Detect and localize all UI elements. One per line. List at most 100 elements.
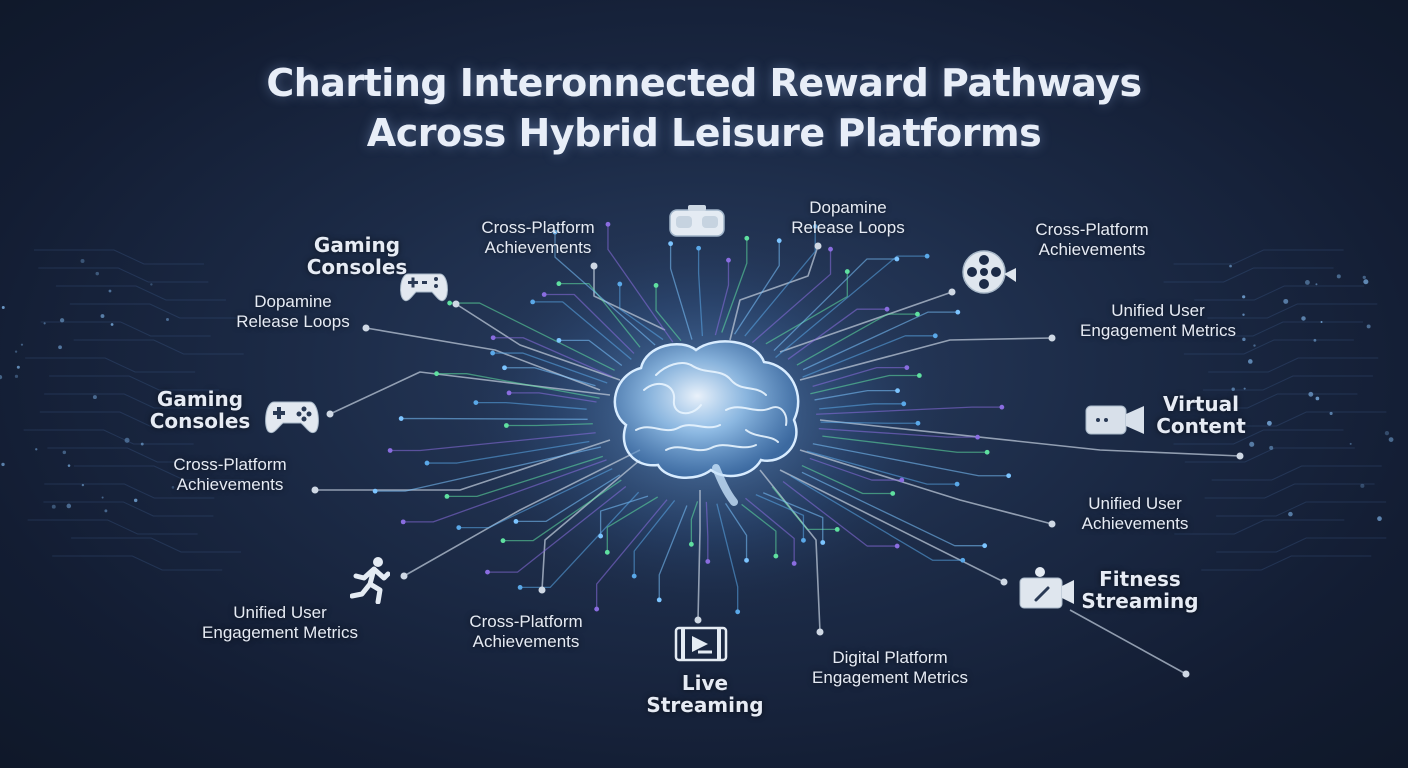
circuit-trace (403, 449, 641, 577)
dust-particle (1242, 337, 1246, 342)
circuit-trace (779, 291, 953, 353)
circuit-trace (515, 474, 621, 523)
circuit-trace (33, 249, 204, 265)
circuit-node (473, 400, 479, 406)
circuit-trace (755, 494, 805, 541)
label-line: Achievements (1038, 240, 1146, 259)
circuit-trace (697, 248, 704, 337)
label-line: Gaming (313, 233, 401, 257)
label-tl-cross-platform: Cross-Platform Achievements (458, 218, 618, 258)
dust-particle (62, 450, 67, 455)
circuit-node (598, 533, 604, 539)
circuit-node (1236, 452, 1244, 460)
circuit-trace (751, 249, 832, 344)
circuit-trace (812, 443, 1009, 477)
circuit-trace (1211, 465, 1382, 481)
dust-particle (1366, 324, 1371, 329)
dust-particle (80, 258, 85, 263)
label-live-streaming: Live Streaming (640, 672, 770, 716)
dust-particle (1269, 445, 1274, 450)
circuit-trace (782, 480, 898, 547)
circuit-node (776, 238, 782, 244)
dust-particle (124, 437, 130, 443)
circuit-node (311, 486, 319, 494)
label-line: Engagement Metrics (1080, 321, 1236, 340)
circuit-node (456, 525, 462, 531)
circuit-node (948, 288, 956, 296)
circuit-node (895, 388, 900, 394)
dust-particle (0, 374, 3, 380)
dust-particles (0, 258, 1394, 522)
circuit-trace (49, 375, 220, 391)
circuit-trace (796, 313, 918, 366)
circuit-node (447, 300, 453, 306)
dust-particle (110, 323, 114, 326)
circuit-node (656, 597, 662, 603)
circuit-trace (39, 411, 210, 427)
label-gaming-consoles-2: Gaming Consoles (140, 388, 260, 432)
circuit-trace (25, 357, 196, 373)
circuit-node (924, 253, 930, 259)
vr-headset-icon (669, 205, 725, 237)
circuit-trace (733, 240, 780, 335)
connector-paths (23, 224, 1387, 675)
circuit-trace (1216, 501, 1387, 517)
label-r-unified-achievements: Unified User Achievements (1060, 494, 1210, 534)
circuit-node (400, 519, 406, 525)
circuit-trace (487, 486, 627, 573)
circuit-node (372, 488, 378, 494)
dust-particle (92, 395, 97, 400)
dust-particle (150, 283, 153, 286)
circuit-node (812, 224, 818, 229)
circuit-trace (814, 389, 898, 401)
dust-particle (35, 448, 38, 451)
circuit-trace (655, 285, 682, 342)
circuit-trace (1216, 537, 1387, 553)
circuit-trace (1069, 609, 1187, 675)
circuit-node (696, 245, 702, 251)
circuit-node (556, 337, 562, 343)
circuit-trace (619, 284, 664, 341)
circuit-node (705, 559, 711, 564)
dust-particle (43, 322, 46, 325)
circuit-node (814, 242, 822, 250)
circuit-trace (475, 401, 587, 410)
circuit-trace (73, 339, 244, 355)
circuit-node (552, 229, 558, 235)
circuit-trace (806, 450, 958, 485)
circuit-node (490, 350, 496, 356)
gamepad-icon (400, 273, 448, 302)
dust-particle (51, 504, 56, 509)
circuit-trace (1201, 555, 1372, 571)
label-line: Consoles (149, 409, 251, 433)
dust-particle (1315, 396, 1320, 401)
circuit-trace (506, 423, 593, 427)
circuit-trace (69, 303, 240, 319)
circuit-node (916, 373, 922, 378)
circuit-node (954, 481, 960, 487)
label-line: Content (1156, 414, 1246, 438)
label-line: Cross-Platform (469, 612, 583, 631)
video-player-icon (674, 626, 728, 662)
label-line: Cross-Platform (1035, 220, 1149, 239)
label-line: Achievements (1081, 514, 1189, 533)
circuit-trace (509, 392, 597, 403)
circuit-trace (596, 499, 668, 610)
circuit-node (594, 606, 600, 612)
circuit-node (362, 324, 370, 332)
dust-particle (171, 486, 175, 489)
circuit-node (844, 269, 850, 274)
circuit-trace (44, 393, 215, 409)
circuit-trace (1192, 321, 1363, 337)
circuit-node (834, 527, 840, 532)
label-line: Dopamine (254, 292, 332, 311)
running-person-icon (350, 557, 390, 604)
circuit-trace (802, 335, 936, 378)
circuit-node (590, 262, 598, 270)
label-r-unified-engagement: Unified User Engagement Metrics (1058, 301, 1258, 341)
dust-particle (1349, 442, 1352, 445)
circuit-trace (607, 224, 674, 343)
circuit-node (975, 434, 980, 440)
circuit-node (955, 309, 961, 315)
fitness-screen-icon (1019, 567, 1074, 609)
